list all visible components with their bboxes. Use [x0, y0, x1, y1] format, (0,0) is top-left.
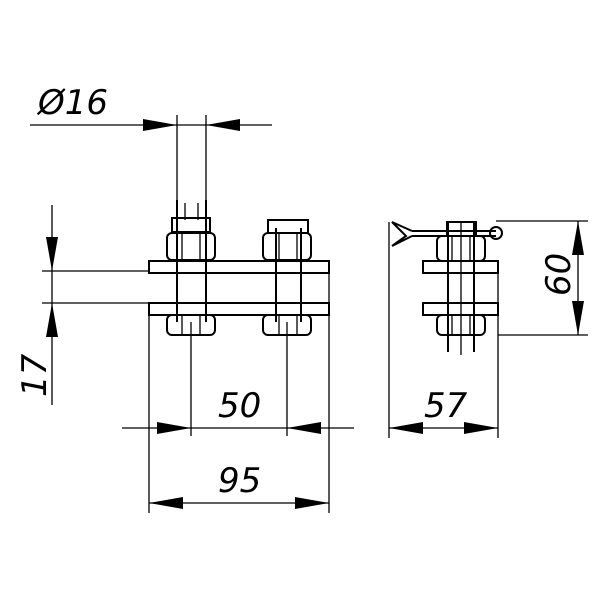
dimension-gap: 17 — [15, 205, 149, 405]
cotter-pin — [391, 221, 503, 247]
dimension-spacing-label: 50 — [218, 386, 261, 426]
top-plate — [148, 260, 330, 274]
dimension-width-label: 95 — [218, 461, 261, 501]
dimension-depth-label: 57 — [424, 386, 468, 426]
dimension-width: 95 — [148, 273, 330, 513]
dimension-diameter: Ø16 — [30, 83, 272, 200]
side-bolt — [447, 222, 475, 355]
front-view: Ø16 17 50 95 — [15, 83, 354, 513]
side-nut-bottom — [436, 314, 486, 336]
nut-top-left — [166, 217, 216, 261]
bolt-right — [275, 228, 302, 322]
dimension-gap-label: 17 — [15, 353, 55, 397]
side-view: 60 57 — [388, 220, 588, 438]
dimension-spacing: 50 — [122, 322, 354, 436]
dimension-diameter-label: Ø16 — [36, 83, 108, 123]
dimension-depth: 57 — [388, 222, 499, 438]
dimension-height-label: 60 — [539, 253, 579, 296]
dimension-height: 60 — [496, 220, 588, 336]
nut-top-right — [262, 219, 312, 261]
